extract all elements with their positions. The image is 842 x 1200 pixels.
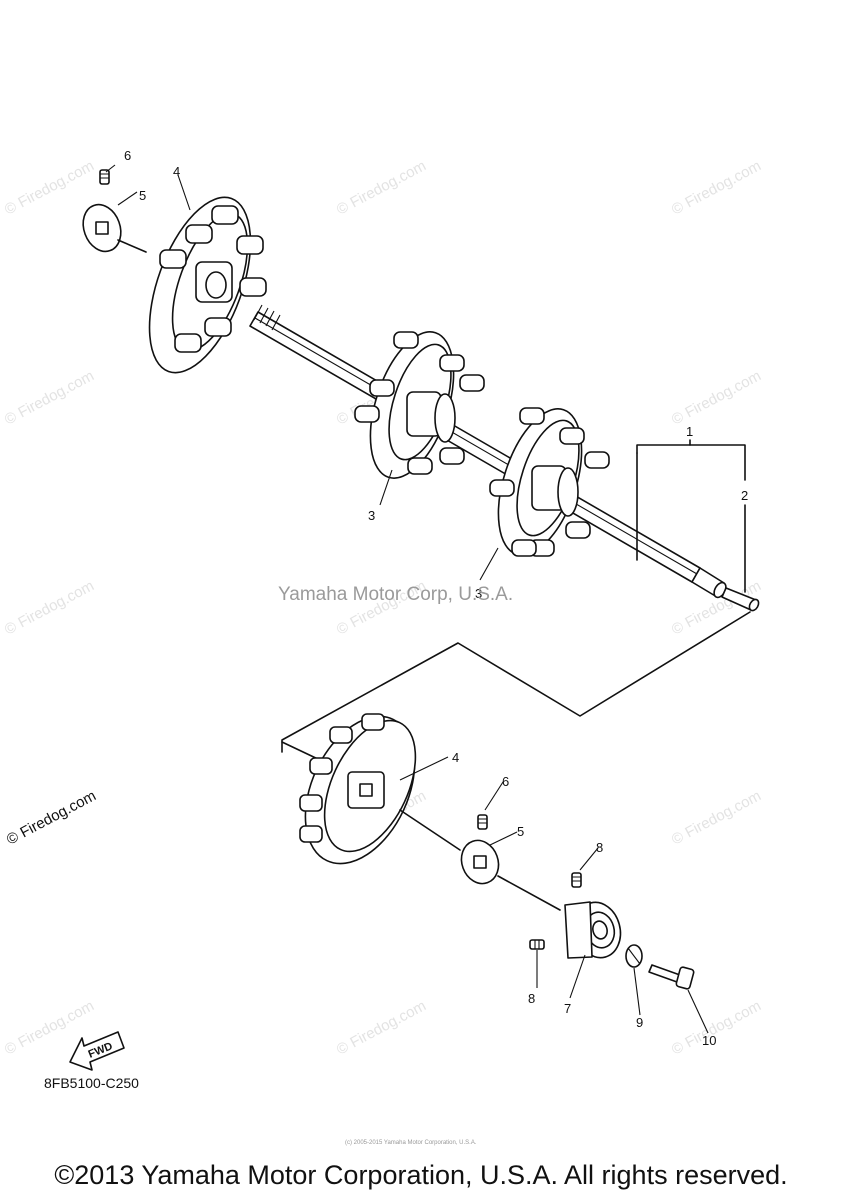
- callout-4-upper: 4: [173, 164, 180, 179]
- watermark-text-dark: © Firedog.com: [4, 787, 99, 848]
- callout-10: 10: [702, 1033, 716, 1048]
- set-screw-8a: [571, 872, 582, 888]
- watermark-text: © Firedog.com: [669, 157, 764, 218]
- callouts: 6 5 4 1 2 3 3 4 6 5 8 8 7 9 10: [124, 148, 748, 1048]
- callout-5-upper: 5: [139, 188, 146, 203]
- callout-8-lower: 8: [528, 991, 535, 1006]
- bolt-10: [648, 964, 695, 990]
- set-screw-upper: [99, 169, 110, 185]
- callout-7: 7: [564, 1001, 571, 1016]
- washer-9: [625, 944, 643, 968]
- callout-4-lower: 4: [452, 750, 459, 765]
- set-screw-8b: [529, 939, 545, 950]
- part-code: 8FB5100-C250: [44, 1075, 139, 1091]
- bearing-housing: [564, 901, 622, 959]
- callout-2: 2: [741, 488, 748, 503]
- set-screw-lower: [477, 814, 488, 830]
- copyright-notice: ©2013 Yamaha Motor Corporation, U.S.A. A…: [54, 1160, 788, 1190]
- watermark-text: © Firedog.com: [669, 997, 764, 1058]
- collar-upper: [82, 203, 147, 253]
- sprocket-wheel-lower: [299, 713, 417, 865]
- fwd-arrow-icon: FWD: [69, 1031, 125, 1071]
- callout-1: 1: [686, 424, 693, 439]
- watermark-text: © Firedog.com: [334, 157, 429, 218]
- callout-3-mid: 3: [368, 508, 375, 523]
- leader-line: [497, 875, 561, 911]
- callout-6-lower: 6: [502, 774, 509, 789]
- watermark-text: © Firedog.com: [669, 787, 764, 848]
- drive-shaft: [249, 304, 760, 612]
- sprocket-wheel-mid: [354, 331, 485, 479]
- callout-5-lower: 5: [517, 824, 524, 839]
- watermarks: © Firedog.com © Firedog.com © Firedog.co…: [2, 157, 764, 1058]
- collar-lower: [460, 839, 500, 885]
- sprocket-wheel-right: [489, 407, 610, 557]
- watermark-text: © Firedog.com: [669, 367, 764, 428]
- callout-3-right: 3: [475, 586, 482, 601]
- callout-8-upper: 8: [596, 840, 603, 855]
- watermark-text: © Firedog.com: [2, 367, 97, 428]
- bracket-1-2: [636, 439, 746, 593]
- callout-9: 9: [636, 1015, 643, 1030]
- footer-small-print: (c) 2005-2015 Yamaha Motor Corporation, …: [345, 1140, 477, 1146]
- watermark-text: © Firedog.com: [334, 997, 429, 1058]
- callout-6-upper: 6: [124, 148, 131, 163]
- watermark-text: © Firedog.com: [2, 577, 97, 638]
- leader-line: [399, 809, 461, 851]
- sprocket-wheel-upper: [148, 196, 267, 374]
- explode-line: [281, 611, 751, 761]
- center-watermark: Yamaha Motor Corp, U.S.A.: [278, 584, 514, 605]
- callout-leaders: [105, 164, 709, 1034]
- watermark-text: © Firedog.com: [2, 157, 97, 218]
